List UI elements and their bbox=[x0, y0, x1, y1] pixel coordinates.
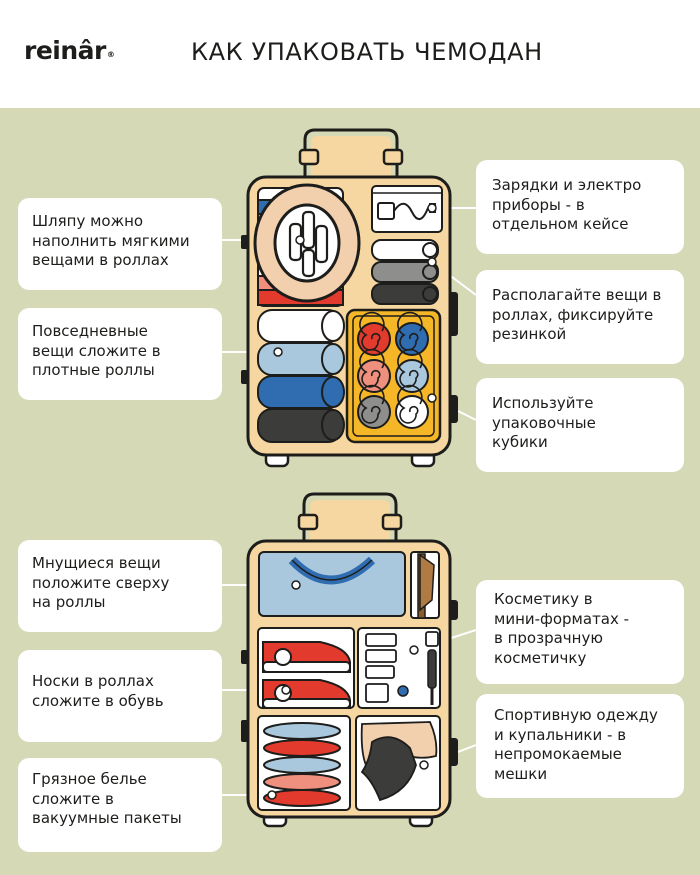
brand-name: reinâr bbox=[24, 36, 106, 65]
packing-cube-icon bbox=[345, 308, 442, 444]
tip-cubes-text: Используйте упаковочные кубики bbox=[492, 394, 596, 451]
brand-logo: reinâr® bbox=[24, 36, 115, 65]
tip-chargers: Зарядки и электро приборы - в отдельном … bbox=[476, 160, 684, 254]
suitcase-top-icon bbox=[222, 128, 477, 468]
tip-laundry-text: Грязное белье сложите в вакуумные пакеты bbox=[32, 770, 182, 827]
tip-cosmetics: Косметику в мини-форматах - в прозрачную… bbox=[476, 580, 684, 684]
tip-daily: Повседневные вещи сложите в плотные ролл… bbox=[18, 308, 222, 400]
infographic-board: Шляпу можно наполнить мягкими вещами в р… bbox=[0, 108, 700, 875]
tip-cubes: Используйте упаковочные кубики bbox=[476, 378, 684, 472]
sneaker-icon bbox=[257, 627, 355, 709]
tip-daily-text: Повседневные вещи сложите в плотные ролл… bbox=[32, 322, 161, 379]
charger-icon bbox=[371, 185, 443, 233]
tip-sport: Спортивную одежду и купальники - в непро… bbox=[476, 694, 684, 798]
belt-icon bbox=[410, 551, 440, 619]
tip-wrinkle: Мнущиеся вещи положите сверху на роллы bbox=[18, 540, 222, 632]
tip-socks-text: Носки в роллах сложите в обувь bbox=[32, 672, 164, 710]
tip-wrinkle-text: Мнущиеся вещи положите сверху на роллы bbox=[32, 554, 170, 611]
registered-mark: ® bbox=[106, 50, 115, 59]
tip-socks: Носки в роллах сложите в обувь bbox=[18, 650, 222, 742]
hat-icon bbox=[253, 183, 361, 303]
tip-cosmetics-text: Косметику в мини-форматах - в прозрачную… bbox=[494, 590, 630, 667]
tshirt-icon bbox=[258, 551, 406, 617]
tip-hat-text: Шляпу можно наполнить мягкими вещами в р… bbox=[32, 212, 190, 269]
suitcase-bottom-icon bbox=[222, 492, 477, 828]
page-title: КАК УПАКОВАТЬ ЧЕМОДАН bbox=[191, 38, 543, 66]
tip-rolls-text: Располагайте вещи в роллах, фиксируйте р… bbox=[492, 286, 662, 343]
tip-rolls: Располагайте вещи в роллах, фиксируйте р… bbox=[476, 270, 684, 364]
tip-hat: Шляпу можно наполнить мягкими вещами в р… bbox=[18, 198, 222, 290]
header: reinâr® КАК УПАКОВАТЬ ЧЕМОДАН bbox=[0, 0, 700, 108]
comb-icon bbox=[357, 627, 441, 709]
tip-chargers-text: Зарядки и электро приборы - в отдельном … bbox=[492, 176, 642, 233]
tip-sport-text: Спортивную одежду и купальники - в непро… bbox=[494, 706, 658, 783]
swimsuit-icon bbox=[355, 715, 441, 811]
tip-laundry: Грязное белье сложите в вакуумные пакеты bbox=[18, 758, 222, 852]
